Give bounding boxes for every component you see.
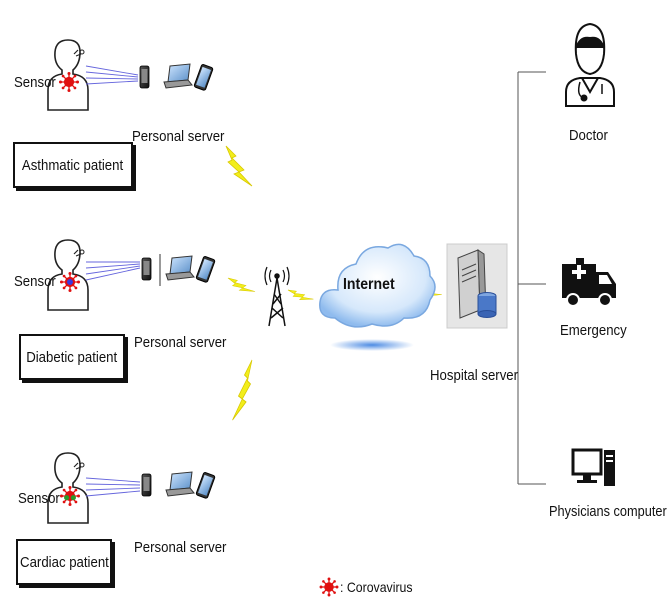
- virus-icon: [59, 271, 81, 293]
- lightning-bolt-icon: [231, 359, 253, 421]
- computer-icon: [571, 448, 615, 486]
- personal-devices-icon: [141, 471, 216, 500]
- patient-label: Diabetic patient: [26, 348, 118, 366]
- lightning-bolt-icon: [287, 281, 314, 308]
- doctor-label: Doctor: [569, 127, 608, 144]
- patient-label-box: Diabetic patient: [19, 334, 125, 380]
- legend-label: : Corovavirus: [340, 579, 413, 595]
- wireless-link: [85, 261, 141, 281]
- sensor-label: Sensor: [14, 273, 56, 290]
- sensor-label: Sensor: [14, 74, 56, 91]
- lightning-bolt-icon: [227, 270, 256, 299]
- personal-server-label: Personal server: [132, 128, 225, 145]
- patient-label: Asthmatic patient: [22, 156, 124, 174]
- patient-label-box: Asthmatic patient: [13, 142, 133, 188]
- hospital-server-label: Hospital server: [430, 367, 519, 384]
- virus-icon: [59, 485, 81, 507]
- lightning-bolt-icon: [225, 145, 253, 187]
- internet-label: Internet: [343, 276, 395, 293]
- virus-icon: [318, 576, 340, 598]
- personal-devices-icon: [139, 63, 214, 92]
- internet-cloud-icon: [319, 243, 436, 328]
- physicians-computer-label: Physicians computer: [549, 504, 667, 520]
- cloud-shadow: [330, 339, 414, 351]
- personal-server-label: Personal server: [134, 539, 227, 556]
- patient-group-asthmatic: [47, 39, 214, 111]
- patient-body-icon: [47, 452, 89, 524]
- sensor-label: Sensor: [18, 490, 60, 507]
- wireless-link: [85, 477, 141, 497]
- patient-label: Cardiac patient: [19, 553, 109, 571]
- patient-label-box: Cardiac patient: [16, 539, 112, 585]
- emergency-label: Emergency: [560, 322, 627, 339]
- personal-devices-icon: [141, 255, 216, 284]
- patient-group-cardiac: [47, 452, 216, 524]
- personal-server-label: Personal server: [134, 334, 227, 351]
- antenna-tower-icon: [264, 266, 290, 327]
- distribution-bracket: [517, 71, 546, 485]
- hospital-server-icon: [446, 243, 508, 329]
- wireless-link: [85, 65, 139, 85]
- patient-group-diabetic: [47, 239, 216, 311]
- ambulance-icon: [562, 258, 616, 307]
- doctor-icon: [565, 22, 615, 107]
